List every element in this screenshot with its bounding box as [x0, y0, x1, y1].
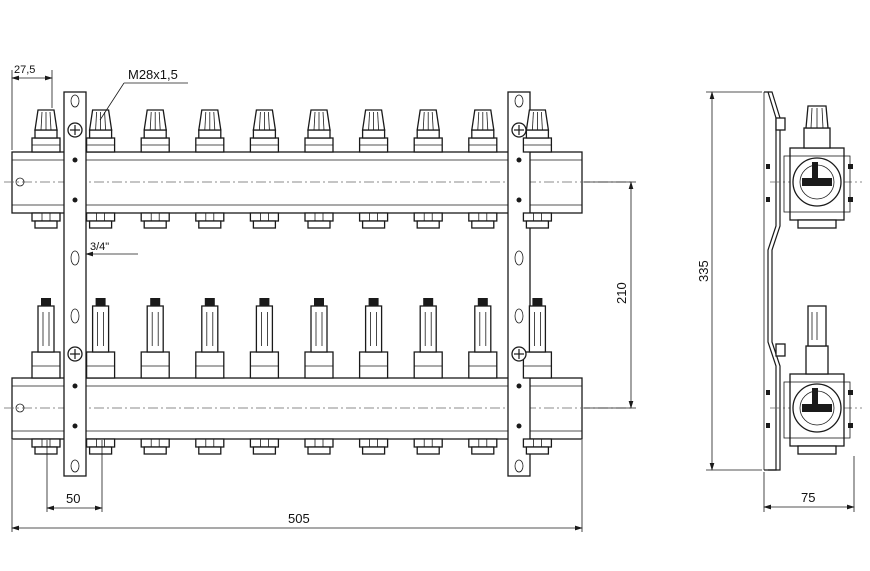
top-outlet	[249, 109, 280, 229]
side-depth-label: 75	[801, 490, 815, 505]
side-view	[763, 91, 862, 471]
dimension-edge-offset: 27,5	[11, 64, 53, 150]
bottom-manifold-bar	[4, 377, 632, 440]
dimension-outlet-pitch: 50	[46, 440, 103, 512]
pipe-thread-label: 3/4"	[90, 241, 109, 253]
bottom-outlet	[85, 298, 116, 455]
dimension-overall-height: 335	[696, 91, 762, 471]
side-top-manifold	[766, 105, 862, 229]
overall-length-label: 505	[288, 511, 310, 526]
top-outlet	[468, 109, 498, 229]
right-bracket	[507, 91, 531, 477]
bottom-outlet	[413, 298, 443, 455]
bottom-outlet	[522, 298, 553, 455]
bottom-outlet	[140, 298, 170, 455]
top-outlet	[304, 109, 334, 229]
overall-height-label: 335	[696, 260, 711, 282]
bottom-outlet	[304, 298, 334, 455]
top-manifold-outlets	[31, 109, 553, 229]
bottom-outlet	[468, 298, 498, 455]
bottom-outlet	[31, 298, 61, 455]
edge-offset-label: 27,5	[14, 64, 35, 76]
bottom-outlet	[249, 298, 280, 455]
dimension-side-depth: 75	[763, 456, 855, 512]
top-outlet	[195, 109, 225, 229]
dimension-overall-length: 505	[11, 440, 583, 532]
top-outlet	[522, 109, 553, 229]
bracket-screws	[67, 122, 527, 362]
front-view	[4, 91, 632, 477]
top-outlet	[413, 109, 443, 229]
top-outlet	[31, 109, 61, 229]
side-bottom-manifold	[766, 305, 862, 455]
dimension-thread: M28x1,5	[99, 67, 188, 121]
bottom-manifold-outlets	[31, 298, 553, 455]
top-outlet	[358, 109, 389, 229]
outlet-pitch-label: 50	[66, 491, 80, 506]
header-spacing-label: 210	[614, 282, 629, 304]
top-outlet	[140, 109, 170, 229]
left-bracket	[63, 91, 87, 477]
dimension-header-spacing: 210	[584, 181, 636, 409]
bottom-outlet	[358, 298, 389, 455]
top-outlet	[85, 109, 116, 229]
thread-label: M28x1,5	[128, 67, 178, 82]
bottom-outlet	[195, 298, 225, 455]
dimension-pipe-thread: 3/4"	[85, 241, 138, 257]
top-manifold-bar	[4, 151, 632, 214]
